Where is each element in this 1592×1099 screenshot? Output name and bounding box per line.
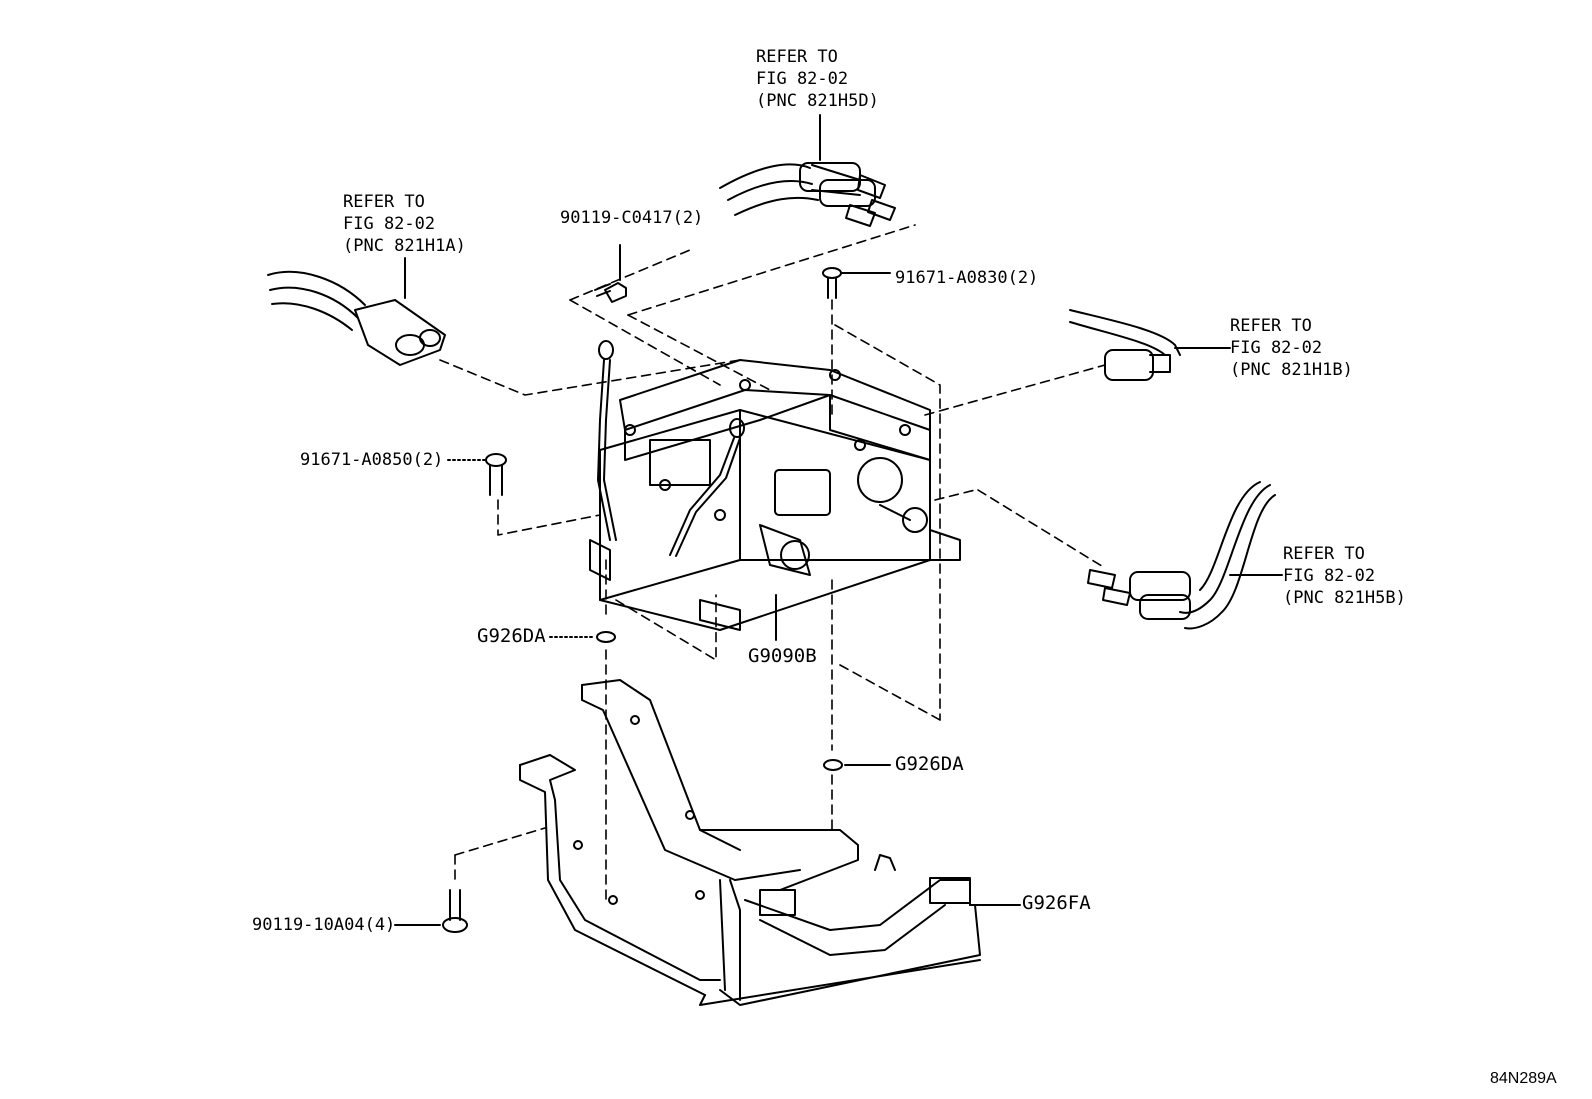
part-label-inverter: G9090B — [748, 645, 817, 667]
inverter-assembly — [589, 340, 961, 641]
cable-harness-right-upper — [1069, 309, 1231, 381]
bolt-right — [822, 267, 891, 299]
ref-label-right2: REFER TO FIG 82-02 (PNC 821H5B) — [1283, 543, 1406, 609]
ref-right2-line2: FIG 82-02 — [1283, 566, 1376, 586]
washer-left — [549, 631, 616, 643]
part-label-bolt-left: 91671-A0850(2) — [300, 450, 444, 470]
part-label-bolt-right: 91671-A0830(2) — [895, 268, 1039, 288]
cable-harness-right-lower — [1087, 481, 1283, 630]
dashed-leaders — [439, 224, 1106, 901]
ref-right2-line1: REFER TO — [1283, 544, 1365, 564]
bolt-top — [594, 244, 627, 303]
ref-right-line1: REFER TO — [1230, 316, 1312, 336]
cable-harness-top — [719, 114, 896, 227]
ref-label-right: REFER TO FIG 82-02 (PNC 821H1B) — [1230, 315, 1353, 381]
bolt-left — [447, 453, 507, 496]
part-label-bracket: G926FA — [1022, 892, 1091, 914]
part-label-washer-right: G926DA — [895, 753, 964, 775]
ref-top-line3: (PNC 821H5D) — [756, 91, 879, 111]
figure-code: 84N289A — [1490, 1070, 1557, 1087]
washer-right — [823, 759, 891, 771]
ref-right-line3: (PNC 821H1B) — [1230, 360, 1353, 380]
ref-left-line1: REFER TO — [343, 192, 425, 212]
ref-label-top: REFER TO FIG 82-02 (PNC 821H5D) — [756, 46, 879, 112]
part-label-bolt-top: 90119-C0417(2) — [560, 208, 704, 228]
ref-top-line2: FIG 82-02 — [756, 69, 849, 89]
bolt-bottom — [394, 889, 468, 933]
ref-right-line2: FIG 82-02 — [1230, 338, 1323, 358]
ref-left-line2: FIG 82-02 — [343, 214, 436, 234]
ref-right2-line3: (PNC 821H5B) — [1283, 588, 1406, 608]
mounting-bracket — [519, 679, 1021, 1006]
part-label-bolt-bottom: 90119-10A04(4) — [252, 915, 396, 935]
ref-top-line1: REFER TO — [756, 47, 838, 67]
part-label-washer-left: G926DA — [477, 625, 546, 647]
ref-label-left: REFER TO FIG 82-02 (PNC 821H1A) — [343, 191, 466, 257]
cable-harness-left — [267, 257, 446, 366]
ref-left-line3: (PNC 821H1A) — [343, 236, 466, 256]
